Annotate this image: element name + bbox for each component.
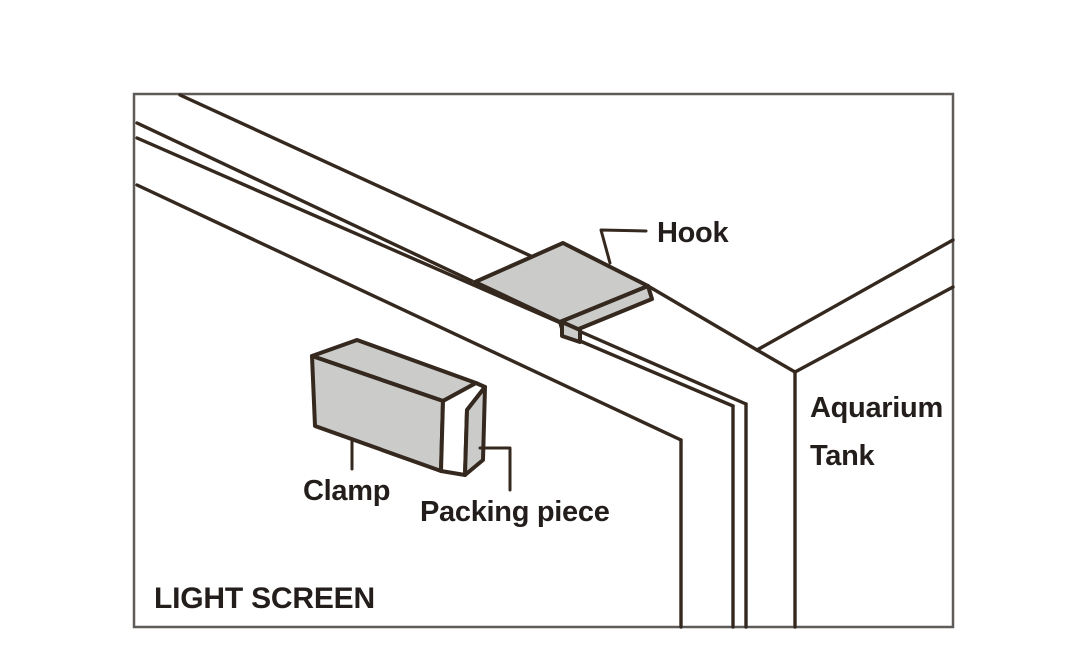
clamp-label: Clamp (303, 475, 390, 507)
rim-outer-lip-edge (135, 136, 748, 406)
corner-step-edge (755, 348, 797, 374)
right-rim-bottom-edge (793, 285, 955, 374)
light-screen-label: LIGHT SCREEN (154, 582, 375, 615)
aquarium-tank-label-line2: Tank (810, 440, 876, 472)
packing-piece-label: Packing piece (420, 496, 610, 528)
hook-front-tab (560, 320, 582, 344)
packing-piece-slab (463, 385, 487, 477)
rim-front-lower-edge (578, 339, 735, 408)
hook-leader-line (599, 228, 648, 265)
rim-top-edge-right-of-hook (646, 284, 759, 352)
rim-inner-top-edge (178, 93, 535, 259)
aquarium-tank-label-line1: Aquarium (810, 392, 943, 424)
packing-piece-leader-line (478, 446, 512, 492)
hook-label: Hook (657, 217, 729, 249)
diagram-frame (132, 92, 955, 629)
light-screen-top-edge (135, 183, 683, 442)
right-rim-top-edge (755, 238, 955, 352)
rim-outer-top-edge (135, 121, 474, 283)
